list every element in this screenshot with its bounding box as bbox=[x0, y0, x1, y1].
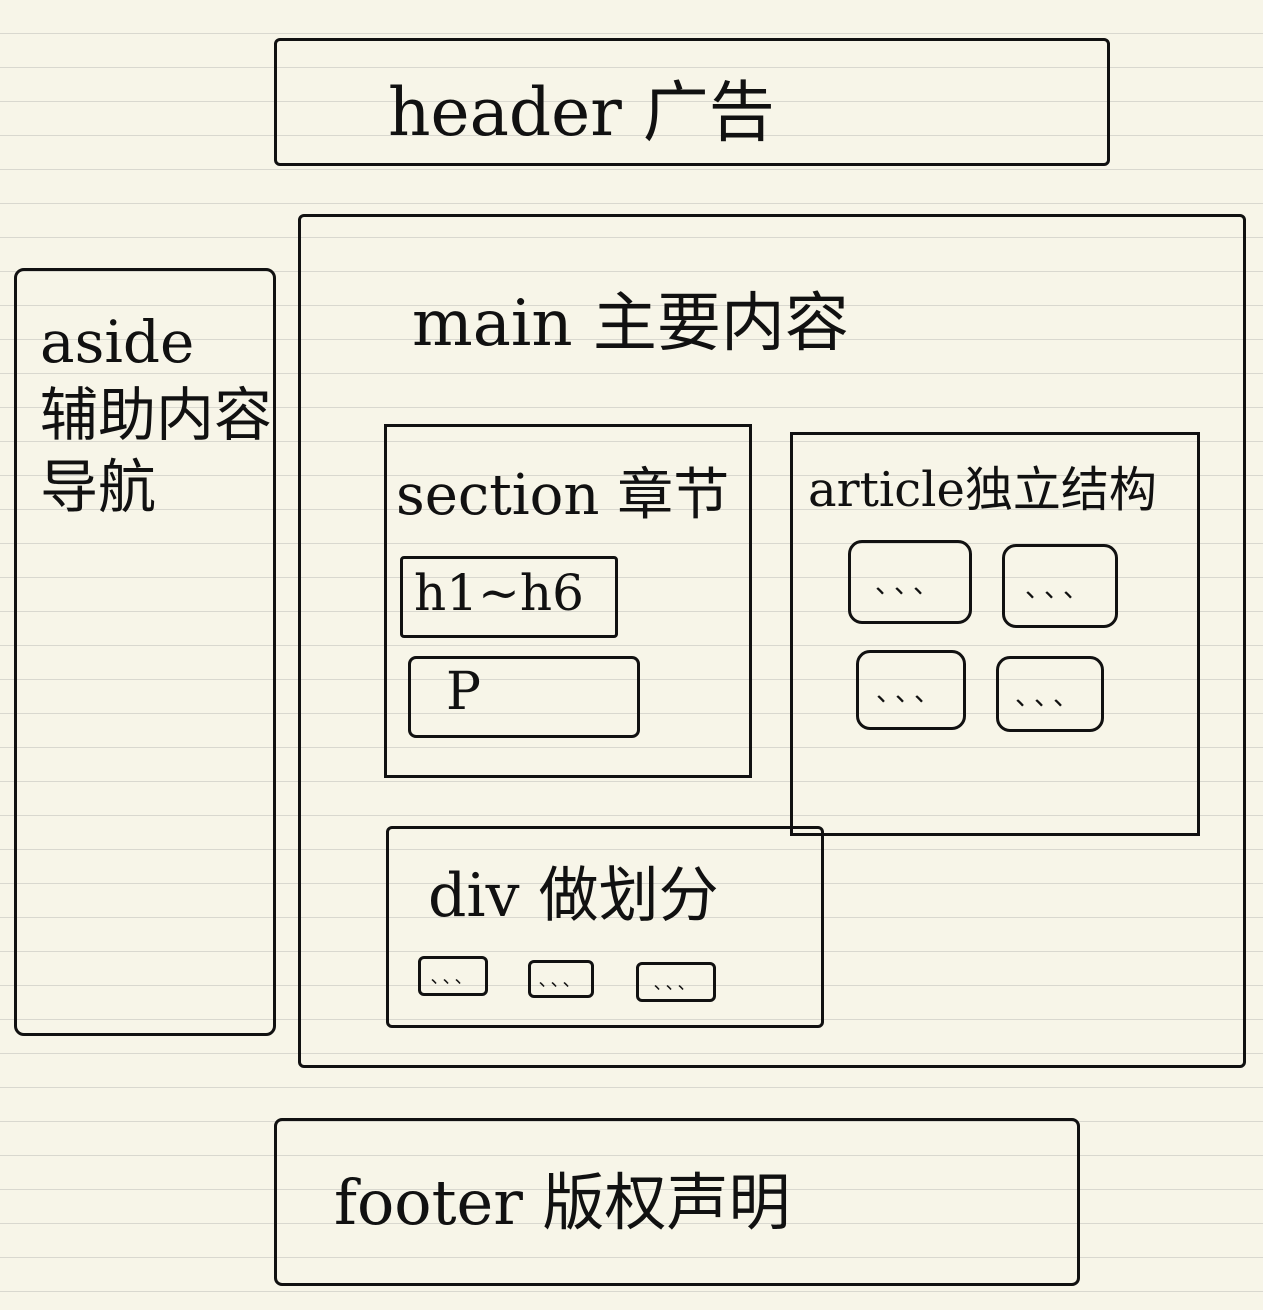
section-label: section 章节 bbox=[396, 463, 730, 528]
div-chip: 、、、 bbox=[636, 962, 716, 1002]
div-box bbox=[386, 826, 824, 1028]
header-box bbox=[274, 38, 1110, 166]
section-box bbox=[384, 424, 752, 778]
paragraph-box bbox=[408, 656, 640, 738]
heading-box bbox=[400, 556, 618, 638]
aside-label-line3: 导航 bbox=[40, 453, 157, 521]
article-card: 、、、 bbox=[996, 656, 1104, 732]
article-label: article独立结构 bbox=[808, 462, 1157, 518]
aside-label: aside 辅助内容 导航 bbox=[40, 306, 272, 524]
div-chip: 、、、 bbox=[418, 956, 488, 996]
article-card: 、、、 bbox=[848, 540, 972, 624]
main-box bbox=[298, 214, 1246, 1068]
footer-label: footer 版权声明 bbox=[334, 1166, 791, 1239]
aside-label-line1: aside bbox=[40, 308, 195, 376]
footer-box bbox=[274, 1118, 1080, 1286]
heading-box-label: h1~h6 bbox=[414, 564, 584, 622]
article-card: 、、、 bbox=[856, 650, 966, 730]
main-label: main 主要内容 bbox=[412, 287, 849, 361]
div-chip: 、、、 bbox=[528, 960, 594, 998]
aside-label-line2: 辅助内容 bbox=[40, 380, 273, 449]
div-label: div 做划分 bbox=[428, 861, 719, 931]
aside-box bbox=[14, 268, 276, 1036]
article-box bbox=[790, 432, 1200, 836]
article-card: 、、、 bbox=[1002, 544, 1118, 628]
paragraph-box-label: P bbox=[446, 662, 481, 722]
header-label: header 广告 bbox=[388, 74, 775, 151]
